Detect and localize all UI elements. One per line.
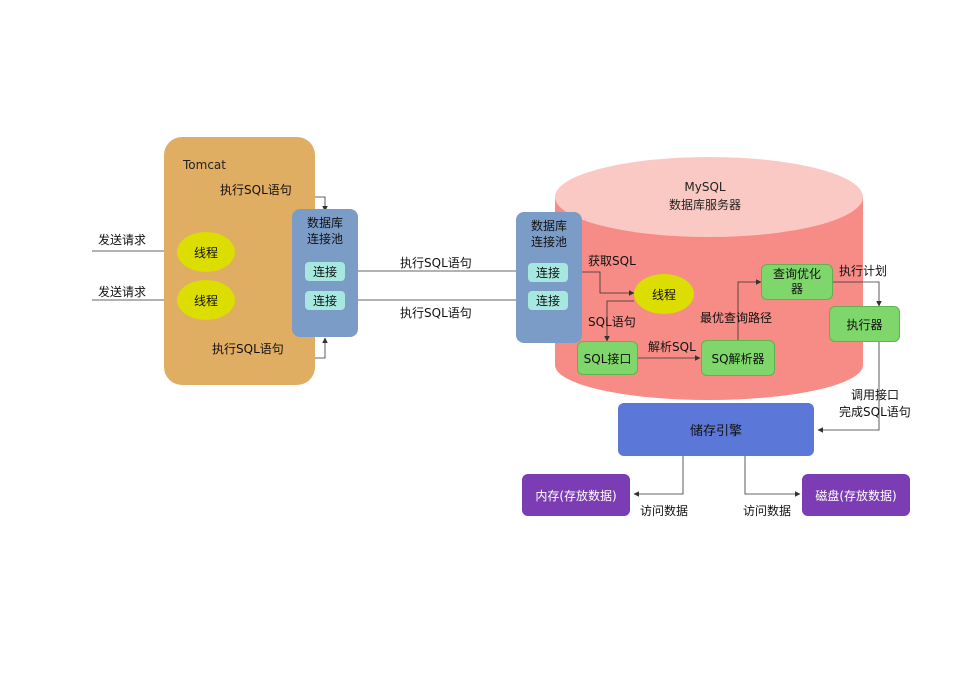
exec-sql-label-bottom: 执行SQL语句 [212,342,284,356]
access-data-label-2: 访问数据 [743,504,792,518]
mysql-connectors [569,271,882,497]
client-pool-title-line1: 数据库 [306,216,343,230]
client-connection-2: 连接 [305,291,345,310]
get-sql-label: 获取SQL [588,254,636,268]
send-request-label-1: 发送请求 [98,233,147,247]
parse-sql-label: 解析SQL [648,340,696,354]
call-api-label-line2: 完成SQL语句 [839,405,911,419]
tomcat-thread-2: 线程 [177,280,235,320]
tomcat-title: Tomcat [183,158,226,172]
pool-links [345,268,530,303]
executor: 执行器 [829,306,900,342]
exec-plan-label: 执行计划 [839,264,888,278]
link-exec-sql-label-2: 执行SQL语句 [400,306,472,320]
mysql-title-line1: MySQL [684,180,726,194]
storage-engine: 储存引擎 [618,403,814,456]
sql-parser: SQ解析器 [701,340,775,376]
link-exec-sql-label-1: 执行SQL语句 [400,256,472,270]
client-connection-1: 连接 [305,262,345,281]
disk-storage: 磁盘(存放数据) [802,474,910,516]
access-data-label-1: 访问数据 [640,504,689,518]
send-request-label-2: 发送请求 [98,285,147,299]
client-pool-title-line2: 连接池 [306,232,343,246]
memory-storage: 内存(存放数据) [522,474,630,516]
query-optimizer: 查询优化 器 [761,264,833,300]
optimizer-label-line2: 器 [790,282,803,296]
tomcat-thread-1: 线程 [177,232,235,272]
sql-interface: SQL接口 [577,341,638,375]
sql-stmt-label: SQL语句 [588,315,636,329]
mysql-thread: 线程 [634,274,694,314]
mysql-title-line2: 数据库服务器 [668,198,741,212]
optimizer-label-line1: 查询优化 [772,267,821,281]
mysql-title: MySQL 数据库服务器 [650,178,760,214]
mysql-pool-title-line1: 数据库 [530,219,567,233]
mysql-connection-2: 连接 [528,291,568,310]
exec-sql-label-top: 执行SQL语句 [220,183,292,197]
mysql-pool-title-line2: 连接池 [530,235,567,249]
call-api-label-line1: 调用接口 [851,388,900,402]
best-path-label: 最优查询路径 [700,311,773,325]
mysql-connection-1: 连接 [528,263,568,282]
